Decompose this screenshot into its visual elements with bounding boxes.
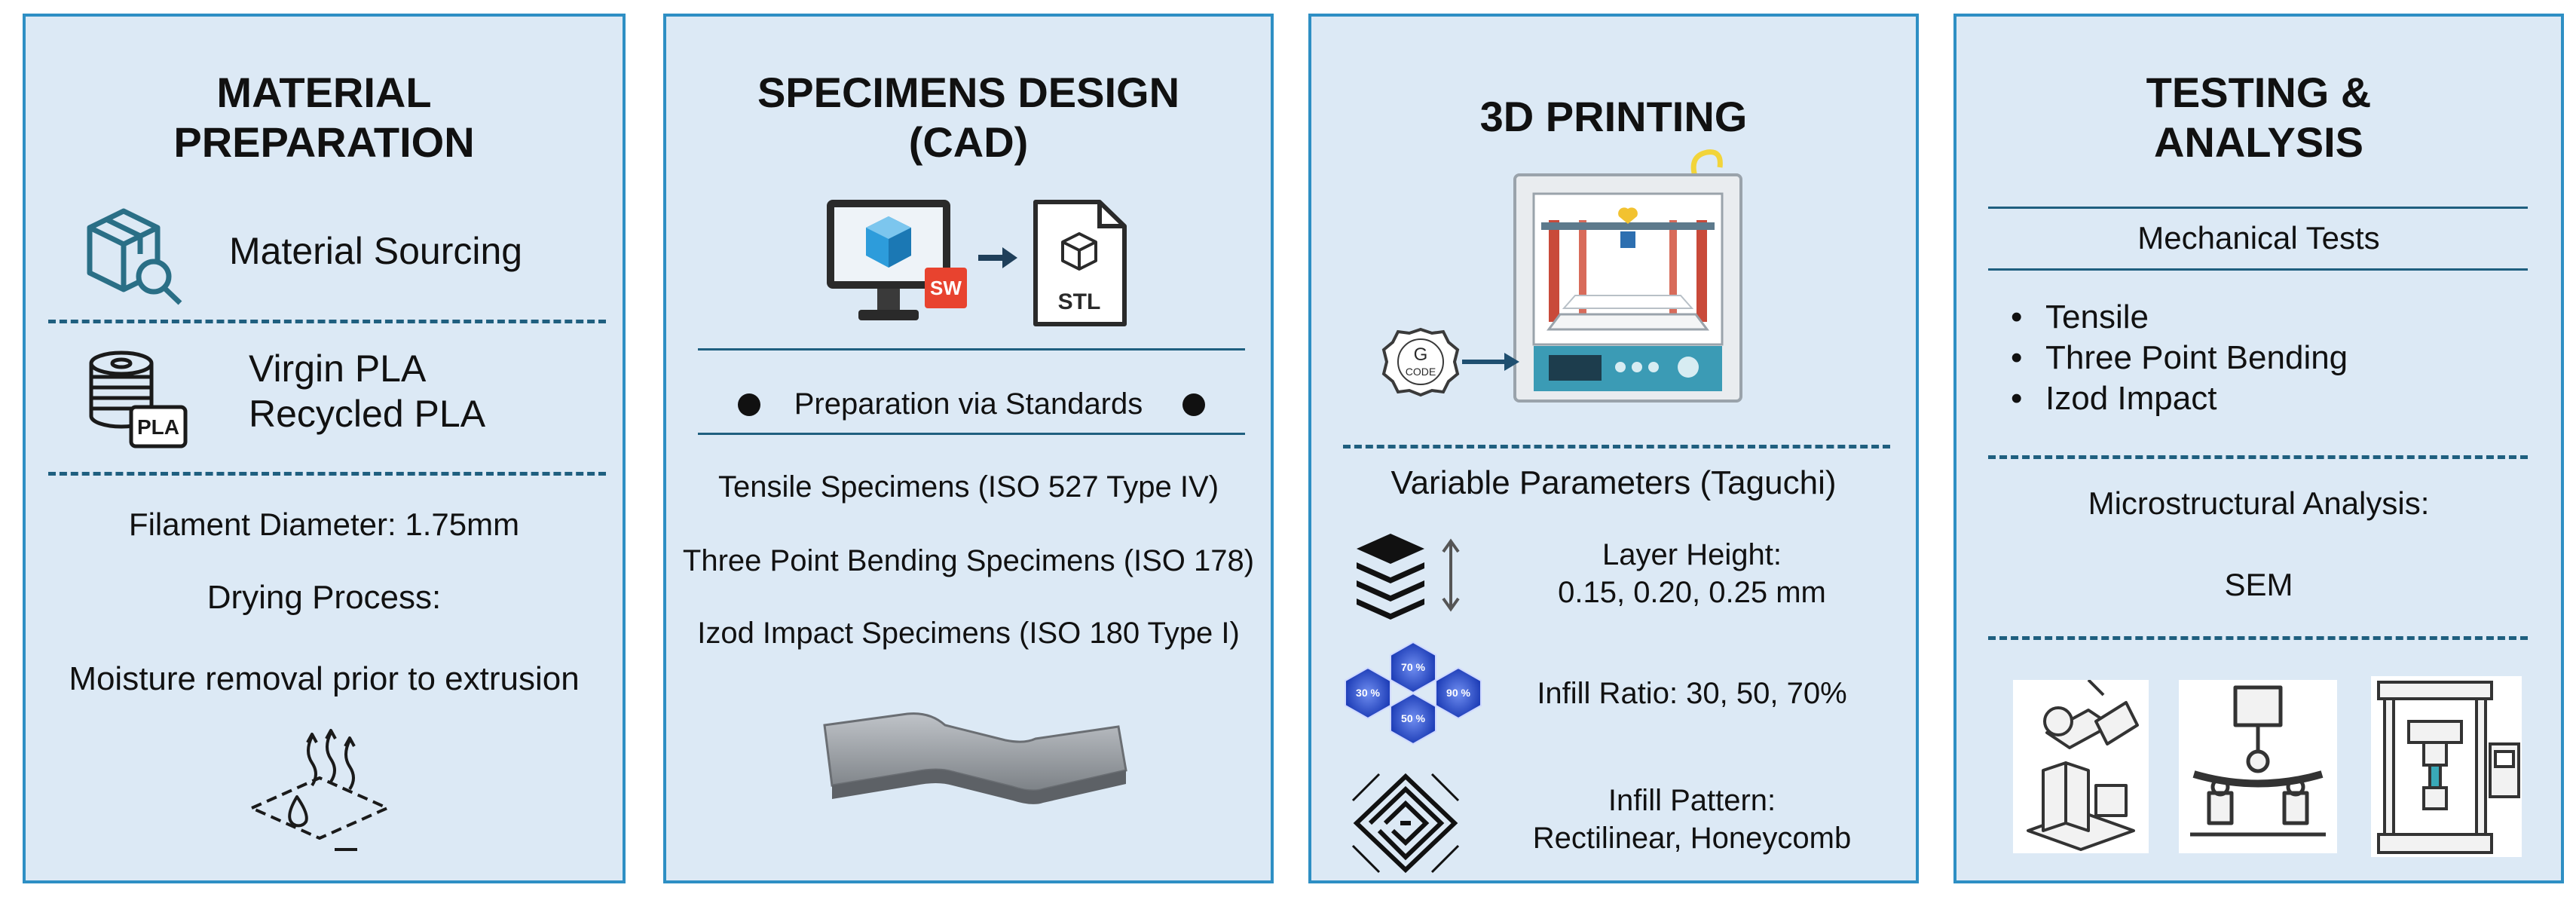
dogbone-specimen-icon bbox=[823, 712, 1127, 804]
izod-impact-tester-icon bbox=[2013, 680, 2149, 853]
mechanical-tests-list: Tensile Three Point Bending Izod Impact bbox=[2003, 297, 2348, 419]
sem-label: SEM bbox=[2224, 567, 2293, 602]
filament-spool-icon: PLA bbox=[89, 351, 188, 448]
divider bbox=[48, 472, 606, 476]
layers-icon bbox=[1357, 534, 1460, 620]
bullet-dot bbox=[1182, 393, 1205, 416]
drying-process-detail: Moisture removal prior to extrusion bbox=[69, 660, 580, 697]
3d-printing-panel: 3D PRINTING G CODE Variable Parameters (… bbox=[1308, 14, 1919, 883]
recycled-pla-label: Recycled PLA bbox=[249, 393, 486, 435]
divider bbox=[1988, 207, 2528, 209]
hexagon-infill-icon: 70 % 30 % 90 % 50 % bbox=[1345, 641, 1482, 745]
divider bbox=[698, 348, 1245, 351]
gcode-g: G bbox=[1414, 344, 1428, 365]
moisture-drying-icon bbox=[250, 729, 389, 851]
stl-label: STL bbox=[1058, 289, 1101, 314]
cad-monitor-icon: SW bbox=[827, 200, 967, 320]
testing-analysis-panel: TESTING & ANALYSIS Mechanical Tests Tens… bbox=[1953, 14, 2564, 883]
divider bbox=[1988, 636, 2528, 640]
list-item: Izod Impact bbox=[2003, 378, 2348, 419]
layer-height-values: 0.15, 0.20, 0.25 mm bbox=[1558, 576, 1826, 609]
list-item: Three Point Bending bbox=[2003, 338, 2348, 378]
list-item: Tensile bbox=[2003, 297, 2348, 338]
material-sourcing-label: Material Sourcing bbox=[229, 230, 523, 272]
drying-process-title: Drying Process: bbox=[207, 579, 442, 616]
specimen-item: Tensile Specimens (ISO 527 Type IV) bbox=[717, 470, 1219, 504]
infill-ratio: Infill Ratio: 30, 50, 70% bbox=[1537, 677, 1847, 710]
hex-label: 90 % bbox=[1446, 687, 1470, 699]
panel-title: SPECIMENS DESIGN (CAD) bbox=[757, 69, 1180, 166]
virgin-pla-label: Virgin PLA bbox=[249, 347, 427, 390]
gcode-badge-icon: G CODE bbox=[1381, 327, 1519, 397]
box-search-icon bbox=[87, 208, 182, 305]
panel-title: 3D PRINTING bbox=[1479, 93, 1748, 140]
stl-file-icon: STL bbox=[1033, 200, 1127, 326]
hex-label: 70 % bbox=[1401, 661, 1425, 673]
hex-label: 30 % bbox=[1356, 687, 1380, 699]
layer-height-label: Layer Height: bbox=[1602, 538, 1782, 571]
divider bbox=[698, 433, 1245, 435]
arrow-right-icon bbox=[978, 247, 1017, 268]
bullet-dot bbox=[738, 393, 760, 416]
sw-badge: SW bbox=[930, 277, 962, 299]
3d-printer-icon bbox=[1513, 149, 1742, 403]
divider bbox=[1988, 455, 2528, 459]
divider bbox=[48, 320, 606, 323]
infill-pattern-values: Rectilinear, Honeycomb bbox=[1532, 822, 1852, 855]
gcode-text: CODE bbox=[1406, 366, 1436, 378]
filament-diameter: Filament Diameter: 1.75mm bbox=[128, 507, 520, 542]
mechanical-tests-title: Mechanical Tests bbox=[2137, 220, 2380, 256]
tensile-machine-icon bbox=[2371, 676, 2522, 857]
bending-test-icon bbox=[2179, 680, 2337, 853]
standards-label: Preparation via Standards bbox=[794, 387, 1143, 421]
specimens-design-panel: SPECIMENS DESIGN (CAD) SW STL Preparatio… bbox=[663, 14, 1274, 883]
infill-pattern-icon bbox=[1351, 773, 1460, 874]
specimen-item: Izod Impact Specimens (ISO 180 Type I) bbox=[697, 617, 1240, 650]
microstructural-title: Microstructural Analysis: bbox=[2088, 485, 2430, 521]
spool-tag: PLA bbox=[137, 415, 179, 439]
panel-title: TESTING & ANALYSIS bbox=[2146, 69, 2372, 166]
specimen-item: Three Point Bending Specimens (ISO 178) bbox=[682, 544, 1255, 577]
panel-title: MATERIAL PREPARATION bbox=[173, 69, 475, 166]
divider bbox=[1988, 268, 2528, 271]
material-preparation-panel: MATERIAL PREPARATION Material Sourcing P… bbox=[23, 14, 626, 883]
divider bbox=[1343, 445, 1890, 448]
hex-label: 50 % bbox=[1401, 712, 1425, 724]
parameters-title: Variable Parameters (Taguchi) bbox=[1390, 464, 1837, 501]
infill-pattern-label: Infill Pattern: bbox=[1608, 784, 1776, 817]
